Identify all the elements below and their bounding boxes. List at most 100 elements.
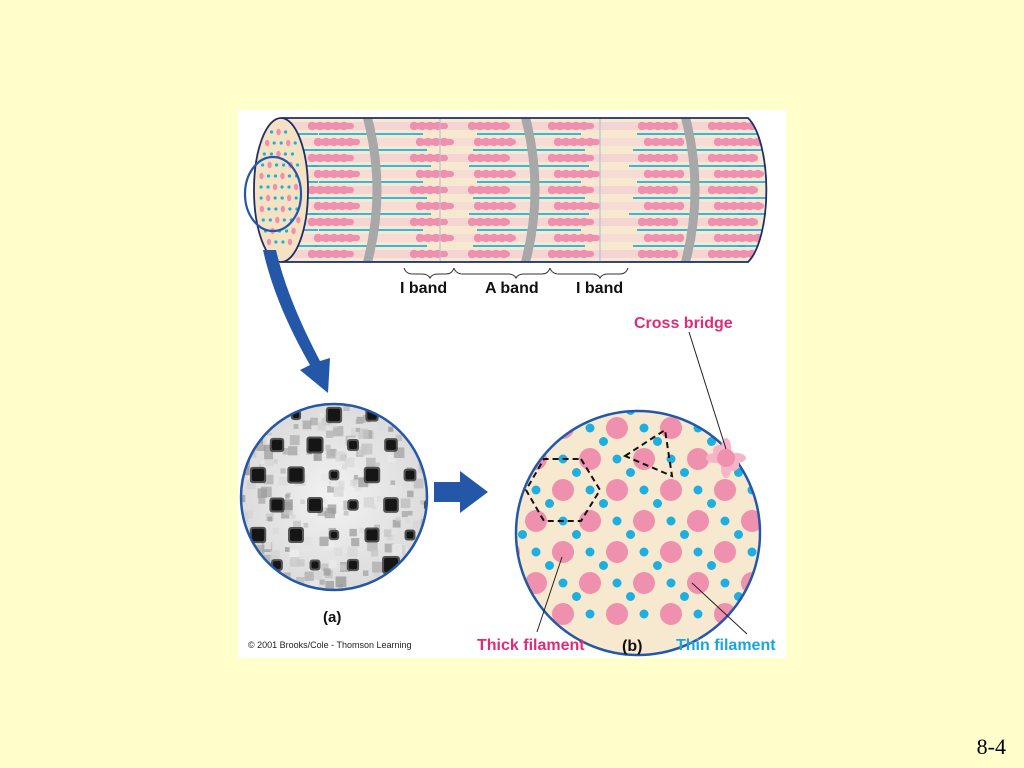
micrograph-speckle: [400, 498, 411, 509]
myosin-head: [329, 201, 339, 211]
thin-filament-dot: [585, 547, 595, 557]
micrograph-speckle: [371, 404, 377, 408]
micrograph-speckle: [322, 498, 327, 504]
thin-filament-dot: [572, 344, 581, 353]
micrograph-speckle: [424, 592, 430, 598]
thin-filament-dot: [585, 423, 595, 433]
face-thin-dot: [283, 152, 288, 156]
m-line: [439, 118, 450, 262]
thick-filament-dot: [525, 572, 547, 594]
face-thin-dot: [259, 196, 263, 200]
thin-filament-dot: [653, 561, 662, 570]
thick-filament-dot: [633, 572, 655, 594]
thin-filament-dot: [612, 454, 622, 464]
micrograph-speckle: [422, 416, 427, 426]
myosin-head: [637, 153, 647, 163]
micrograph-speckle: [370, 549, 379, 557]
myosin-head: [739, 121, 749, 131]
myosin-head: [577, 137, 587, 147]
myosin-head: [491, 217, 501, 227]
thick-filament-dot: [633, 510, 655, 532]
micrograph-speckle: [399, 573, 410, 583]
thin-filament-dot: [451, 517, 460, 526]
face-thin-dot: [295, 163, 300, 167]
myosin-head: [473, 137, 483, 147]
thin-filament-dot: [585, 609, 595, 619]
magnified-region-circle: [243, 155, 303, 233]
myosin-head: [579, 153, 589, 163]
thin-filament-dot: [640, 362, 649, 371]
myosin-head: [653, 153, 663, 163]
face-thin-dot: [279, 141, 283, 145]
myosin-head: [415, 169, 425, 179]
myosin-head: [753, 169, 763, 179]
myosin-head: [745, 137, 755, 147]
myosin-head: [307, 217, 317, 227]
myosin-head: [315, 185, 325, 195]
myosin-head: [747, 185, 757, 195]
micrograph-speckle: [260, 460, 268, 468]
micrograph-core: [251, 408, 265, 422]
thin-filament-dot: [653, 499, 662, 508]
thin-filament-dot: [558, 578, 568, 588]
thin-filament-dot: [437, 375, 446, 384]
leader-lines: [536, 331, 748, 635]
myosin-head: [489, 169, 499, 179]
thin-filament-dot: [410, 344, 419, 353]
myosin-head: [481, 169, 491, 179]
micrograph-speckle: [310, 417, 318, 426]
micrograph-speckle: [270, 592, 277, 599]
myosin-head: [579, 185, 589, 195]
myosin-head: [321, 169, 331, 179]
fiber-stripe: [281, 122, 758, 130]
thin-filament-dot: [680, 530, 689, 539]
thick-filament-dot: [768, 603, 786, 625]
thin-filament-dot: [599, 561, 608, 570]
thick-filament-dot: [471, 386, 493, 408]
myosin-head: [637, 217, 647, 227]
micrograph-speckle: [333, 426, 344, 437]
myosin-head: [731, 185, 741, 195]
micrograph-speckle: [389, 535, 394, 540]
myosin-head: [585, 233, 595, 243]
thin-filament-dot: [599, 437, 608, 446]
micrograph-speckle: [253, 428, 259, 434]
micrograph-speckle: [242, 430, 252, 440]
myosin-head: [747, 153, 757, 163]
myosin-head: [483, 185, 493, 195]
thin-filament-dot: [626, 530, 635, 539]
myosin-head: [569, 169, 579, 179]
myosin-head: [713, 137, 723, 147]
fiber-stripe: [281, 250, 758, 258]
myosin-head: [555, 121, 565, 131]
thin-filament-dot: [626, 468, 635, 477]
thick-filament-dot: [606, 603, 628, 625]
thick-filament-dot: [606, 541, 628, 563]
myosin-head: [475, 121, 485, 131]
myosin-head: [659, 169, 669, 179]
micrograph-speckle: [263, 541, 272, 550]
micrograph-speckle: [327, 485, 334, 493]
face-thin-dot: [281, 163, 286, 167]
myosin-head: [425, 153, 435, 163]
thin-filament-dot: [531, 547, 541, 557]
myosin-head: [467, 153, 477, 163]
thin-filament-dot: [612, 516, 622, 526]
thin-filament-dot: [518, 468, 527, 477]
thin-filament-dot: [775, 455, 784, 464]
face-thin-dot: [274, 163, 279, 167]
micrograph-core: [385, 499, 397, 511]
myosin-head: [563, 217, 573, 227]
myosin-head: [737, 233, 747, 243]
myosin-head: [467, 185, 477, 195]
micrograph-speckle: [273, 459, 278, 464]
myosin-head: [643, 233, 653, 243]
myosin-head: [555, 153, 565, 163]
micrograph-speckle: [241, 494, 246, 503]
myosin-head: [339, 217, 349, 227]
thin-filament-dot: [478, 548, 487, 557]
band-label-i-left: I band: [400, 280, 448, 297]
panel-a-label: (a): [323, 609, 342, 626]
face-thin-dot: [274, 240, 278, 244]
micrograph-speckle: [412, 520, 423, 531]
